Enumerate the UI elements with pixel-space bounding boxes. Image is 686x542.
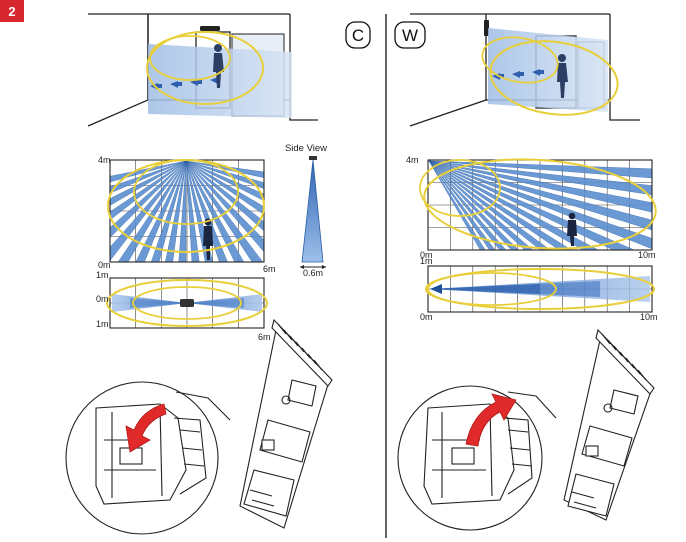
axis-label-bottom: 1m — [96, 319, 109, 329]
side-view-title: Side View — [285, 143, 327, 154]
detection-beam — [428, 160, 551, 250]
detection-beam — [428, 160, 486, 250]
detection-chart-c-bottom: 1m 0m 1m 6m — [96, 270, 271, 342]
axis-label-origin: 0m — [420, 312, 433, 322]
detection-beam — [150, 160, 187, 262]
detection-beam — [165, 160, 187, 262]
detection-chart-w-bottom: 1m 0m 10m — [420, 256, 658, 322]
side-view-width-label: 0.6m — [303, 268, 323, 278]
axis-label-top: 1m — [420, 256, 433, 266]
axis-label-origin: 0m — [98, 260, 111, 270]
person-icon — [213, 44, 224, 88]
detection-beam — [110, 160, 187, 183]
axis-label-right: 10m — [640, 312, 658, 322]
mode-letter-w: W — [402, 26, 418, 45]
detection-beam — [135, 160, 187, 262]
detection-beam — [185, 160, 245, 262]
detection-beam — [110, 160, 187, 239]
axis-label-top: 4m — [406, 155, 419, 165]
detection-beam — [110, 160, 187, 221]
axis-label-right: 6m — [263, 264, 276, 274]
detection-beam — [428, 160, 652, 231]
axis-label-mid: 0m — [96, 294, 109, 304]
step-number: 2 — [8, 4, 15, 19]
detection-beam — [110, 160, 187, 206]
detection-chart-c-top: 4m 0m 6m — [98, 155, 276, 274]
detection-beam — [185, 160, 264, 232]
sensor-icon — [180, 299, 194, 307]
detection-beam — [117, 160, 187, 262]
detection-beam — [428, 160, 652, 196]
axis-label-top: 4m — [98, 155, 111, 165]
detection-beam — [178, 160, 187, 262]
detection-beam — [185, 160, 264, 201]
device-illustration-c — [65, 318, 333, 535]
detection-beam — [428, 160, 572, 250]
step-badge: 2 — [0, 0, 24, 22]
axis-label-top: 1m — [96, 270, 109, 280]
detection-chart-w-top: 4m 0m 10m — [406, 155, 657, 260]
mode-badge-c: C — [345, 21, 371, 49]
detection-beam — [110, 160, 187, 262]
person-icon — [557, 54, 568, 98]
detection-beam — [185, 160, 264, 253]
sensor-icon — [484, 20, 489, 36]
room-illustration-c — [87, 13, 318, 127]
detection-beam — [428, 160, 599, 250]
device-illustration-w — [397, 328, 655, 531]
mode-letter-c: C — [352, 26, 364, 45]
detection-beam — [185, 160, 264, 215]
side-view-c: Side View 0.6m — [285, 143, 327, 278]
axis-label-right: 6m — [258, 332, 271, 342]
detection-beam — [185, 160, 264, 178]
detection-beam — [428, 160, 496, 250]
axis-label-right: 10m — [638, 250, 656, 260]
detection-beam — [428, 160, 635, 250]
sensor-board — [563, 328, 655, 521]
axis-label-origin: 0m — [420, 250, 433, 260]
sensor-icon — [200, 26, 220, 31]
room-illustration-w — [409, 13, 640, 127]
person-icon — [567, 212, 577, 246]
rotate-arrow-down-icon — [125, 403, 167, 453]
sensor-board — [239, 318, 333, 529]
mode-badge-w: W — [394, 21, 426, 49]
detection-beam — [428, 160, 652, 250]
detection-beam — [428, 160, 652, 213]
rotate-arrow-up-icon — [465, 393, 517, 447]
detection-beam — [185, 160, 200, 262]
